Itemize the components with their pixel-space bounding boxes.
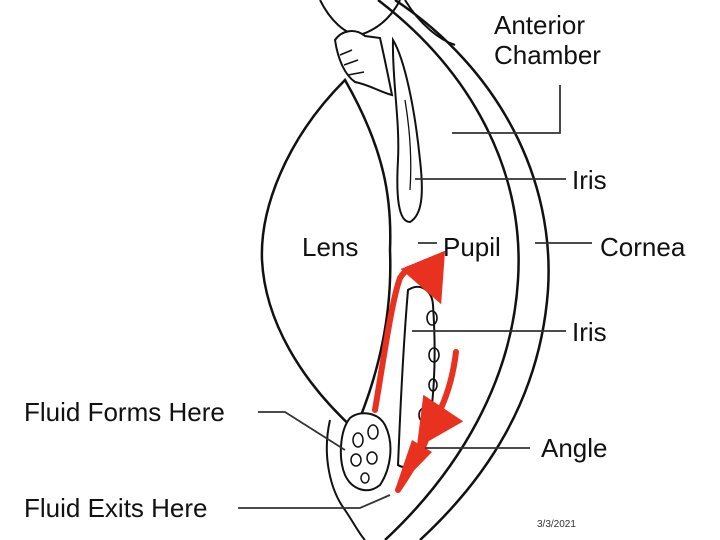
pupil-label: Pupil [443,232,501,262]
anterior-chamber-label-line1: Anterior [494,10,586,40]
leader-anterior-chamber [452,85,561,134]
fluid-forms-label: Fluid Forms Here [24,397,225,427]
flow-arrow-up [372,250,446,413]
lens-label: Lens [302,232,359,262]
sclera-top [319,0,401,37]
iris-lower-label: Iris [572,317,607,347]
anterior-chamber-label-line2: Chamber [494,40,601,70]
leader-lines [238,85,592,509]
iris-upper-shape [391,36,423,224]
leader-fluid-exits [238,494,391,509]
flow-arrow-exit [395,437,429,493]
cornea-inner-curve [377,0,520,540]
flow-arrow-down [416,349,464,448]
sclera-top-right [404,0,456,46]
cornea-label: Cornea [600,232,686,262]
footer-date: 3/3/2021 [537,519,576,530]
ciliary-body-bottom [339,412,392,492]
iris-upper-label: Iris [572,165,607,195]
ciliary-body-top [333,30,394,97]
cornea-outer-curve [394,0,550,540]
angle-label: Angle [541,433,608,463]
iris-lower-shape [396,285,436,468]
ciliary-droplets [350,424,379,484]
leader-fluid-forms [258,411,346,451]
sclera-bottom [325,419,366,540]
fluid-exits-label: Fluid Exits Here [24,493,208,523]
